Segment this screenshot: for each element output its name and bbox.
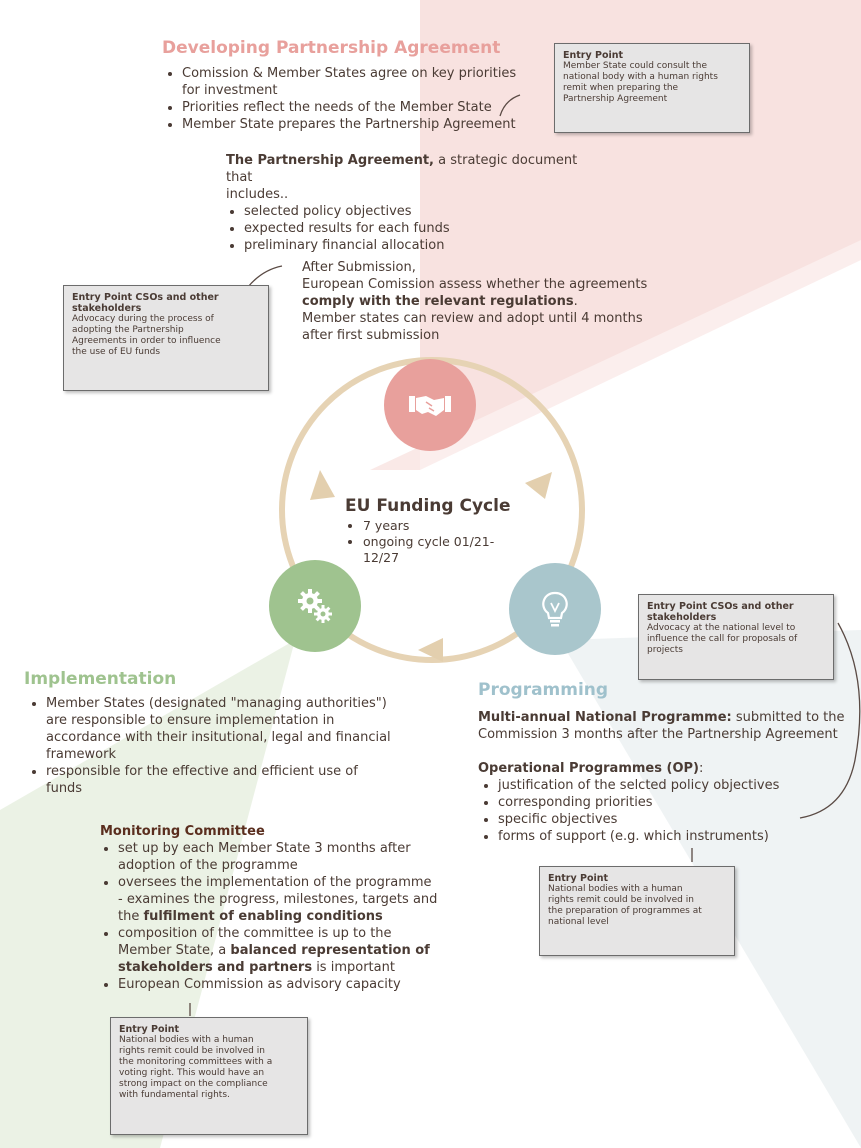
partnership-bullet: Priorities reflect the needs of the Memb… [182,99,546,116]
op-item: corresponding priorities [498,794,858,811]
partnership-circle [384,359,476,451]
cycle-item: 7 years [363,518,525,534]
pa-item: expected results for each funds [244,220,606,237]
partnership-bullet: Comission & Member States agree on key p… [182,65,546,99]
programming-circle [509,563,601,655]
op-item: specific objectives [498,811,858,828]
partnership-title: Developing Partnership Agreement [162,38,501,58]
implementation-title: Implementation [24,669,177,689]
handshake-icon [409,396,451,416]
cycle-arrow-bottom [418,638,443,662]
pink-background-wedge-lower [420,0,861,470]
implementation-section: Implementation [24,669,176,689]
programming-title: Programming [478,680,609,700]
partnership-section: Developing Partnership Agreement [162,38,500,58]
pa-description: The Partnership Agreement, a strategic d… [226,152,606,254]
submission-text: After Submission, European Comission ass… [302,260,648,343]
entry-point-box-monitoring: Entry Point National bodies with a human… [110,1017,308,1135]
partnership-bullet: Member State prepares the Partnership Ag… [182,116,546,133]
cycle-item: ongoing cycle 01/21-12/27 [363,534,525,566]
connector-line-ep2 [247,265,283,288]
op-item: justification of the selcted policy obje… [498,777,858,794]
implementation-bullets: Member States (designated "managing auth… [30,695,430,797]
partnership-bullets: Comission & Member States agree on key p… [166,65,546,133]
op-item: forms of support (e.g. which instruments… [498,828,858,845]
monitoring-bullet: oversees the implementation of the progr… [118,874,480,925]
connector-line-ep1 [499,94,521,117]
entry-point-box-partnership: Entry Point Member State could consult t… [554,43,750,133]
entry-point-box-programming: Entry Point National bodies with a human… [539,866,735,956]
monitoring-bullet: composition of the committee is up to th… [118,925,480,976]
pa-item: preliminary financial allocation [244,237,606,254]
connector-line-ep3 [799,622,861,819]
programming-text: Multi-annual National Programme: submitt… [478,709,858,845]
pa-bold: The Partnership Agreement, [226,153,434,168]
implementation-bullet: Member States (designated "managing auth… [46,695,430,763]
green-background-wedge [0,640,295,1148]
entry-point-box-cso-adoption: Entry Point CSOs and other stakeholders … [63,285,269,391]
entry-point-box-cso-national: Entry Point CSOs and other stakeholders … [638,594,834,680]
cycle-title: EU Funding Cycle [345,496,511,516]
cycle-center: EU Funding Cycle 7 years ongoing cycle 0… [345,496,525,566]
gears-icon [298,589,332,623]
cycle-arrow-left [310,470,335,500]
implementation-bullet: responsible for the effective and effici… [46,763,430,797]
monitoring-bullet: set up by each Member State 3 months aft… [118,840,480,874]
programming-section: Programming [478,680,608,700]
monitoring-title: Monitoring Committee [100,824,265,839]
lightbulb-icon [542,591,568,627]
monitoring-section: Monitoring Committee set up by each Memb… [100,823,480,993]
implementation-circle [269,560,361,652]
pa-item: selected policy objectives [244,203,606,220]
cycle-arrow-right [525,472,552,499]
monitoring-bullet: European Commission as advisory capacity [118,976,480,993]
